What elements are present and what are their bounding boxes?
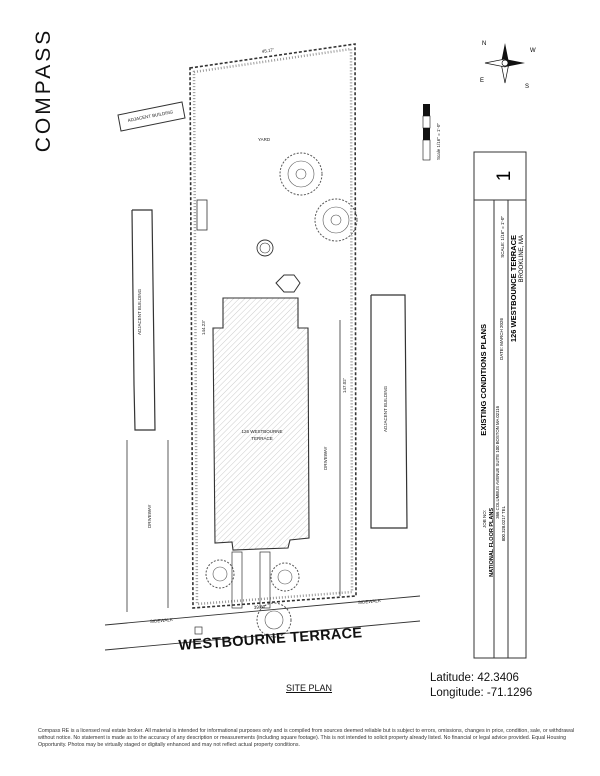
tree-2 — [314, 198, 358, 242]
coordinates: Latitude: 42.3406 Longitude: -71.1296 — [430, 671, 532, 701]
yard-shed — [196, 199, 208, 231]
scale-text: Scale 1/16" = 1'-0" — [436, 123, 441, 160]
adjacent-building-label-right: ADJACENT BUILDING — [383, 385, 388, 432]
right-dimension: 147.02' — [342, 378, 347, 393]
bottom-dimension: 39.60' — [254, 604, 267, 610]
adjacent-building-top — [117, 101, 186, 132]
lot-vegetation-edge — [192, 47, 354, 606]
title-city: BROOKLINE, MA — [519, 235, 525, 282]
title-company-address: 366 COLUMBUS AVENUE SUITE 100 BOSTON MA … — [495, 405, 500, 518]
house-label-2: TERRACE — [251, 436, 273, 441]
title-company: NATIONAL FLOOR PLANS — [489, 508, 495, 577]
compass-n: N — [482, 41, 486, 47]
house-label-1: 126 WESTBOURNE — [241, 429, 282, 434]
top-dimension: 45.17' — [261, 47, 274, 54]
compass-w: W — [530, 48, 536, 54]
latitude: Latitude: 42.3406 — [430, 672, 519, 684]
scale-bar — [422, 104, 431, 161]
tree-1 — [279, 152, 323, 196]
title-block — [473, 151, 527, 659]
title-company-phone: 800.328.0217 TEL — [501, 505, 506, 541]
yard-gazebo — [275, 274, 301, 293]
yard-label: YARD — [258, 137, 271, 142]
driveway-label-right: DRIVEWAY — [323, 446, 328, 470]
adjacent-building-label-left: ADJACENT BUILDING — [137, 288, 142, 335]
sidewalk-line-2 — [104, 620, 421, 651]
compass-s: S — [525, 84, 529, 90]
tree-5 — [256, 602, 292, 638]
yard-circle — [256, 239, 274, 257]
adjacent-building-left — [131, 209, 156, 431]
longitude: Longitude: -71.1296 — [430, 687, 533, 699]
adjacent-building-right — [370, 294, 408, 529]
driveway-label-left: DRIVEWAY — [147, 504, 152, 528]
north-arrow-icon — [484, 43, 525, 84]
tree-4 — [270, 562, 300, 592]
compass-e: E — [480, 78, 484, 84]
title-address: 126 WESTBOUNCE TERRACE — [509, 235, 518, 342]
disclaimer-text: Compass RE is a licensed real estate bro… — [38, 728, 575, 748]
title-main: EXISTING CONDITIONS PLANS — [479, 324, 488, 436]
tree-3 — [205, 559, 235, 589]
sidewalk-label-right: SIDEWALK — [358, 598, 381, 605]
left-dimension: 144.23' — [201, 320, 206, 335]
lot-boundary — [189, 43, 357, 609]
sidewalk-label-left: SIDEWALK — [150, 617, 173, 624]
sidewalk-line-1 — [104, 595, 421, 626]
title-date: DATE: MARCH 2026 — [499, 318, 504, 360]
house-footprint — [212, 297, 310, 551]
title-scale: SCALE: 1/16" = 1'-0" — [500, 216, 505, 258]
site-plan-label: SITE PLAN — [286, 683, 333, 693]
sheet-number: 1 — [494, 171, 515, 182]
title-job: JOB NO: — [482, 510, 487, 528]
